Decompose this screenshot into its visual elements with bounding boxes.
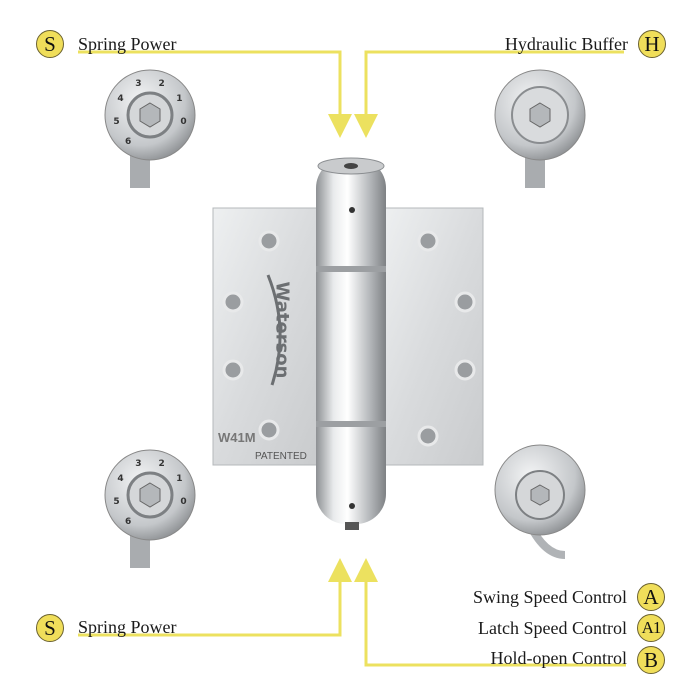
spring-dial-top <box>104 69 196 188</box>
spring-power-bottom-line <box>78 558 352 637</box>
dial-digit: 3 <box>135 79 141 89</box>
dial-digit: 4 <box>117 474 123 484</box>
spring-power-bottom-label: Spring Power <box>78 617 177 637</box>
hydraulic-buffer-label: Hydraulic Buffer <box>504 34 628 54</box>
dial-digit: 4 <box>117 94 123 104</box>
hydraulic-buffer-line <box>354 50 624 138</box>
spring-power-top-badge: S <box>36 30 64 58</box>
hinge-model: W41M <box>218 430 256 445</box>
swing-speed-badge: A <box>637 583 665 611</box>
dial-digit: 1 <box>176 94 182 104</box>
dial-digit: 1 <box>176 474 182 484</box>
callout-lines <box>78 50 626 667</box>
hold-open-badge: B <box>637 646 665 674</box>
hinge-patent-mark: PATENTED <box>255 451 307 462</box>
dial-digit: 5 <box>113 117 119 127</box>
spring-power-bottom-badge: S <box>36 614 64 642</box>
dial-digit: 6 <box>125 517 131 527</box>
dial-digit: 2 <box>158 459 164 469</box>
left-leaf <box>212 207 319 466</box>
swing-speed-label: Swing Speed Control <box>472 587 627 607</box>
hydraulic-dial-top <box>494 69 586 188</box>
dial-digit: 3 <box>135 459 141 469</box>
right-leaf <box>381 207 484 466</box>
hold-open-label: Hold-open Control <box>490 648 628 668</box>
dial-digit: 6 <box>125 137 131 147</box>
dial-digit: 0 <box>180 497 186 507</box>
hold-open-line <box>354 558 626 667</box>
spring-power-top-line <box>78 50 352 138</box>
speed-dial-bottom <box>494 444 586 559</box>
latch-speed-badge: A1 <box>637 614 665 642</box>
hinge-barrel <box>316 157 386 530</box>
dial-digit: 0 <box>180 117 186 127</box>
dial-digit: 5 <box>113 497 119 507</box>
hinge-brand-logo: Waterson <box>271 281 293 379</box>
spring-dial-bottom <box>104 449 196 568</box>
latch-speed-label: Latch Speed Control <box>478 618 627 638</box>
spring-power-top-label: Spring Power <box>78 34 177 54</box>
hydraulic-buffer-badge: H <box>638 30 666 58</box>
dial-digit: 2 <box>158 79 164 89</box>
